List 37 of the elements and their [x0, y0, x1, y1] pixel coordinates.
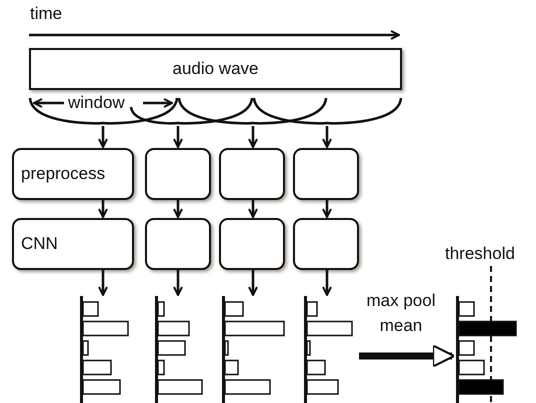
text-label: window	[68, 93, 125, 113]
arrow	[98, 126, 108, 148]
bar-chart-drawing	[304, 296, 353, 403]
text-label: threshold	[445, 244, 515, 264]
node-label: CNN	[21, 234, 58, 254]
arrow	[248, 200, 258, 218]
arrow	[173, 270, 183, 296]
process-box	[293, 148, 359, 200]
process-box	[145, 218, 211, 270]
arrow	[98, 270, 108, 296]
bar-chart-drawing	[80, 296, 128, 403]
arrow	[248, 270, 258, 296]
process-box	[145, 148, 211, 200]
bar-chart-drawing	[155, 296, 203, 403]
window-bracket	[253, 97, 402, 126]
process-box	[219, 218, 285, 270]
process-box	[12, 218, 134, 270]
window-bracket	[178, 97, 327, 126]
arrow	[98, 200, 108, 218]
arrow	[173, 126, 183, 148]
node-label: audio wave	[172, 59, 258, 79]
window-bracket	[29, 97, 178, 126]
bar-chart-drawing	[222, 296, 284, 403]
bar-chart-drawing	[456, 296, 516, 403]
process-box	[293, 218, 359, 270]
process-box	[12, 148, 134, 200]
arrow	[322, 270, 332, 296]
node-label: preprocess	[21, 164, 106, 184]
text-label: time	[30, 4, 62, 24]
process-box	[219, 148, 285, 200]
window-bracket	[130, 97, 253, 126]
process-box	[29, 48, 402, 90]
arrow	[322, 200, 332, 218]
arrow	[322, 126, 332, 148]
block-arrow	[359, 344, 456, 368]
arrow	[173, 200, 183, 218]
arrow	[248, 126, 258, 148]
